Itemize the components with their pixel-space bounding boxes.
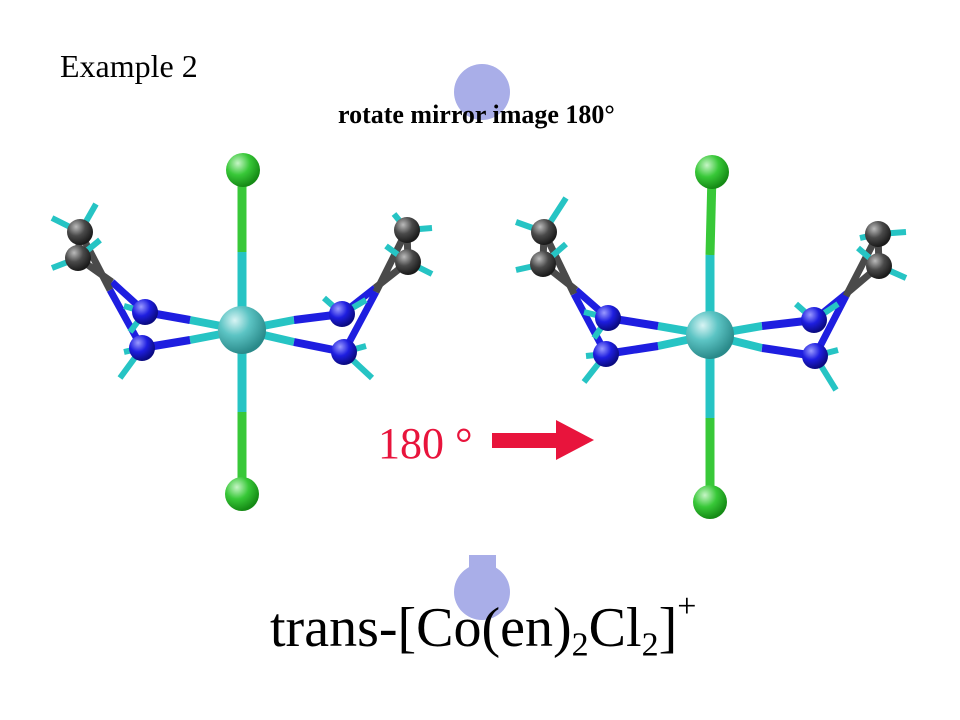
formula-subscript-cl: 2 [641, 626, 659, 664]
chlorine-atom-top [695, 155, 729, 189]
cobalt-atom [686, 311, 734, 359]
formula-bracket: ] [658, 597, 678, 659]
formula-prefix: trans-[Co(en) [270, 597, 572, 659]
carbon-atom [531, 219, 557, 245]
carbon-atom [65, 245, 91, 271]
nitrogen-atom [593, 341, 619, 367]
formula-charge: + [677, 588, 697, 626]
nitrogen-atom [331, 339, 357, 365]
chlorine-atom-top [226, 153, 260, 187]
nitrogen-atom [801, 307, 827, 333]
nitrogen-atom [129, 335, 155, 361]
formula-chlorine: Cl [588, 597, 642, 659]
nitrogen-atom [132, 299, 158, 325]
nitrogen-atom [329, 301, 355, 327]
rotation-axis-bottom-marker [454, 564, 510, 620]
rotation-axis-top-marker [454, 64, 510, 120]
arrow-shaft [492, 433, 558, 448]
rotation-axis-icon [454, 64, 510, 620]
carbon-atom [865, 221, 891, 247]
chlorine-atom-bottom [225, 477, 259, 511]
carbon-atom [530, 251, 556, 277]
arrow-head [556, 420, 594, 460]
rotate-caption: rotate mirror image 180° [338, 100, 615, 129]
formula-subscript-en: 2 [571, 626, 589, 664]
molecule-rotated-mirror-image [514, 155, 908, 519]
nitrogen-atom [595, 305, 621, 331]
example-label: Example 2 [60, 48, 198, 84]
cobalt-atom [218, 306, 266, 354]
nitrogen-atom [802, 343, 828, 369]
molecule-original [50, 153, 434, 511]
carbon-atom [67, 219, 93, 245]
complex-formula: trans-[Co(en)2Cl2]+ [270, 590, 696, 662]
rotation-angle-label: 180 ° [378, 419, 473, 468]
right-arrow-icon [492, 420, 594, 460]
carbon-atom [866, 253, 892, 279]
carbon-atom [394, 217, 420, 243]
carbon-atom [395, 249, 421, 275]
chlorine-atom-bottom [693, 485, 727, 519]
